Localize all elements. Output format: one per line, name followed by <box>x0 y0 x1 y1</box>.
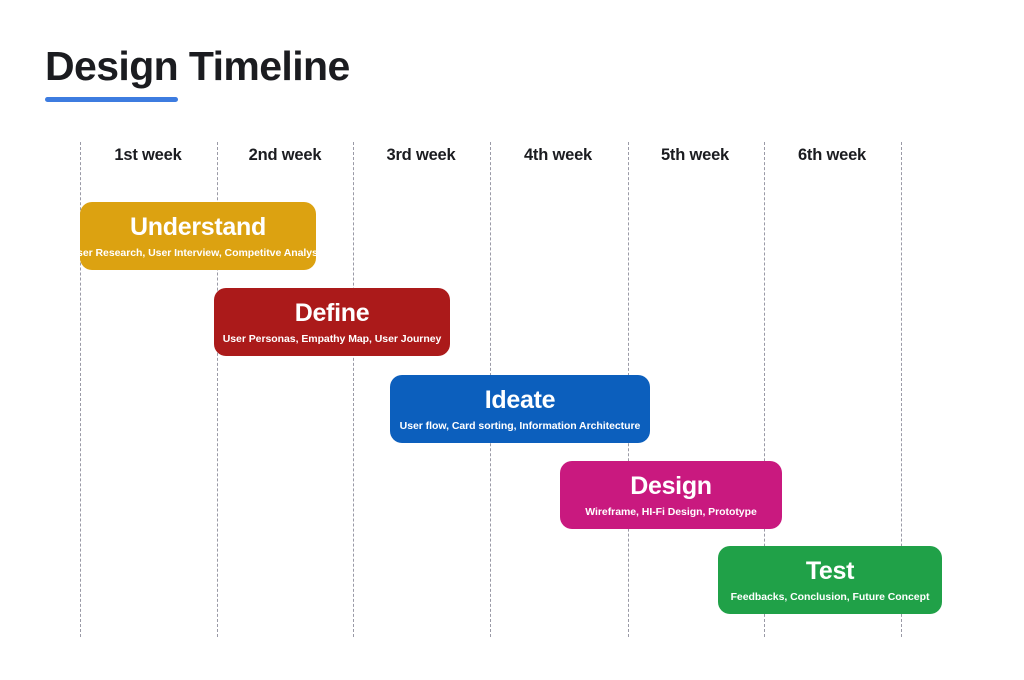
week-label-4: 4th week <box>523 146 593 164</box>
week-label-6: 6th week <box>797 146 867 164</box>
phase-title-ideate: Ideate <box>484 385 556 414</box>
phase-title-define: Define <box>294 298 370 327</box>
gridline-1 <box>80 142 81 637</box>
phase-title-test: Test <box>805 556 855 585</box>
week-label-3: 3rd week <box>386 146 456 164</box>
gridline-2 <box>217 142 218 637</box>
gridline-6 <box>764 142 765 637</box>
phase-subtitle-understand: User Research, User Interview, Competitv… <box>80 246 316 259</box>
phase-subtitle-ideate: User flow, Card sorting, Information Arc… <box>399 419 641 432</box>
phase-subtitle-test: Feedbacks, Conclusion, Future Concept <box>730 590 930 603</box>
phase-subtitle-design: Wireframe, HI-Fi Design, Prototype <box>585 505 757 518</box>
week-label-2: 2nd week <box>248 146 322 164</box>
title-underline-accent <box>45 96 178 102</box>
page-title: Design Timeline <box>45 43 350 89</box>
phase-title-understand: Understand <box>130 212 266 241</box>
phase-subtitle-define: User Personas, Empathy Map, User Journey <box>222 332 442 345</box>
gridline-7 <box>901 142 902 637</box>
phase-title-design: Design <box>630 471 712 500</box>
week-label-1: 1st week <box>114 146 182 164</box>
gridline-3 <box>353 142 354 637</box>
week-label-5: 5th week <box>660 146 730 164</box>
page-title-block: Design Timeline <box>45 43 350 102</box>
